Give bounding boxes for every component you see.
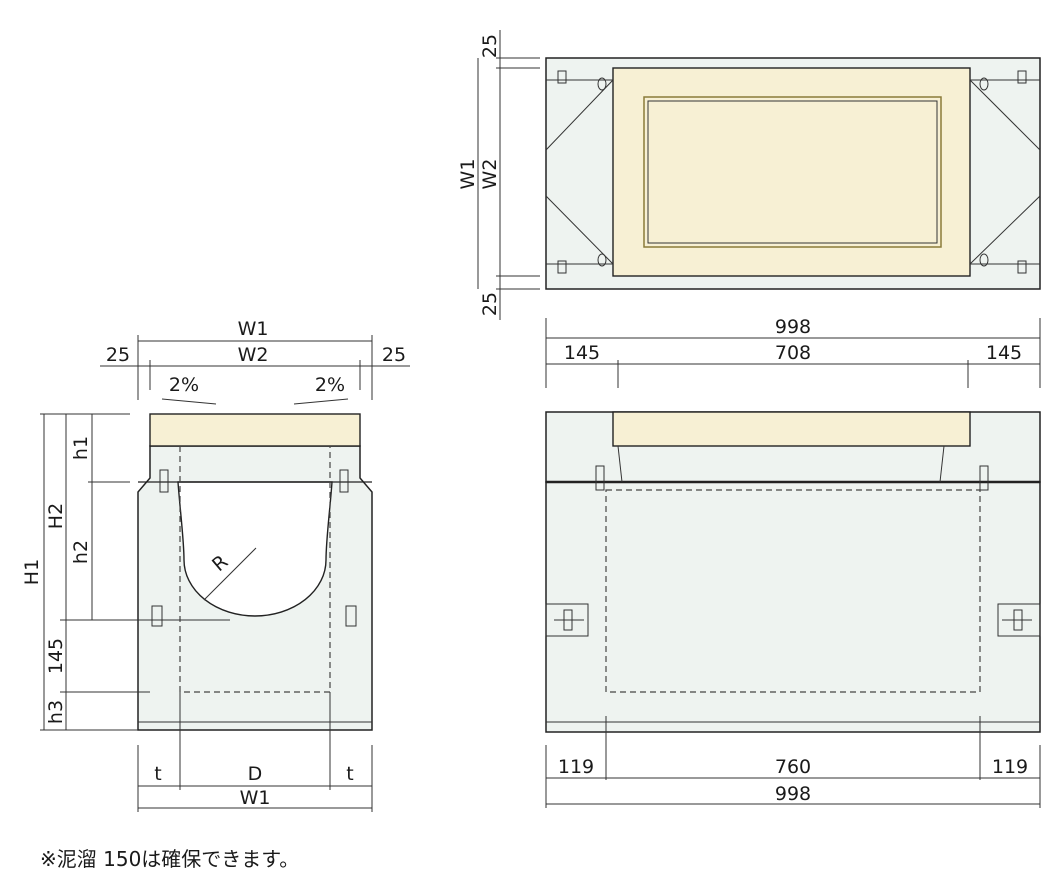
section-label-t-left: t <box>154 763 161 785</box>
section-dim-25-right: 25 <box>382 344 406 366</box>
anchor-icon <box>151 469 357 627</box>
front-view-body <box>545 481 1041 733</box>
front-top-dimensions: 998 145 708 145 <box>545 316 1041 388</box>
front-view-cover <box>612 411 971 447</box>
top-label-w2: W2 <box>479 159 501 190</box>
note-text: ※泥溜 150は確保できます。 <box>40 847 299 871</box>
section-slope-left: 2% <box>169 374 199 396</box>
front-dim-708: 708 <box>775 342 811 364</box>
top-dim-25-bottom: 25 <box>479 292 501 316</box>
front-view <box>545 411 1041 733</box>
section-view: W1 W2 25 25 2% 2% R <box>21 318 410 812</box>
section-label-h1-small: h1 <box>70 436 92 460</box>
front-dim-119-left: 119 <box>558 756 594 778</box>
section-label-w1-top: W1 <box>238 318 269 340</box>
section-label-h2: H2 <box>45 503 67 529</box>
front-bottom-dimensions: 119 760 119 998 <box>545 716 1041 808</box>
section-label-h3: h3 <box>45 700 67 724</box>
lifting-pocket-icon <box>545 465 1041 637</box>
section-label-w2: W2 <box>238 344 269 366</box>
section-dim-145: 145 <box>45 638 67 674</box>
front-dim-998-top: 998 <box>775 316 811 338</box>
top-dim-25-top: 25 <box>479 34 501 58</box>
section-label-w1-bottom: W1 <box>240 787 271 809</box>
section-label-d: D <box>248 763 263 785</box>
front-dim-760: 760 <box>775 756 811 778</box>
top-view-cover-inner-frame <box>643 96 942 248</box>
front-dim-119-right: 119 <box>992 756 1028 778</box>
front-dim-145-right: 145 <box>986 342 1022 364</box>
front-dim-998-bottom: 998 <box>775 783 811 805</box>
section-slope-right: 2% <box>315 374 345 396</box>
front-dim-145-left: 145 <box>564 342 600 364</box>
top-label-w1: W1 <box>457 159 479 190</box>
section-label-h2-small: h2 <box>70 540 92 564</box>
top-view: 25 25 W1 W2 <box>457 30 1041 320</box>
top-view-cover <box>612 67 971 277</box>
section-label-h1-total: H1 <box>21 559 43 585</box>
section-label-t-right: t <box>346 763 353 785</box>
section-dim-25-left: 25 <box>106 344 130 366</box>
section-cover <box>149 413 361 447</box>
anchor-icon <box>557 70 1027 274</box>
